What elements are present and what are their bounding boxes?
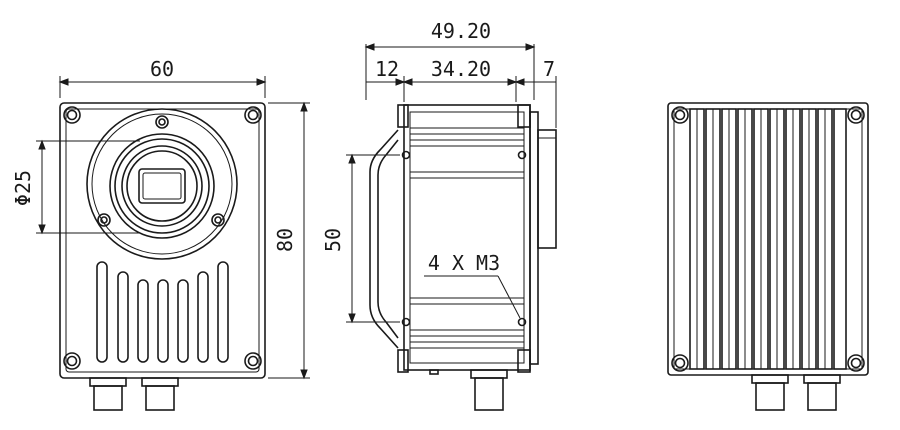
rear-corner-screw-br: [847, 354, 865, 372]
front-flange-screw-left: [97, 213, 111, 227]
front-corner-screw-bl: [63, 352, 81, 370]
front-lens-flange: [86, 108, 238, 260]
front-connector-right: [141, 377, 179, 411]
dim-side-lens-depth-label: 7: [543, 57, 555, 81]
side-tab-bl: [397, 349, 409, 373]
front-lens-ring-inner: [126, 150, 198, 222]
dim-side-total-depth-label: 49.20: [431, 19, 491, 43]
side-lens-flange: [529, 111, 539, 365]
front-lens-ring-2: [114, 138, 210, 234]
side-tab-tl: [397, 104, 409, 128]
side-body-inner: [409, 111, 525, 364]
dim-side-total-depth: [364, 43, 536, 100]
side-mount-hole-3: [401, 317, 411, 327]
front-view: 60 80 Φ25: [11, 57, 310, 411]
dim-front-height: [268, 101, 310, 380]
side-handle-outer: [369, 129, 399, 349]
dim-side-segments: [366, 76, 557, 128]
front-sensor: [138, 168, 186, 204]
front-lens-ring-3: [121, 145, 203, 227]
rear-view: [667, 102, 869, 411]
side-lens-barrel: [537, 129, 557, 249]
dim-lens-diameter-label: Φ25: [11, 170, 35, 206]
front-lens-ring-outer: [109, 133, 215, 239]
front-flange-screw-right: [211, 213, 225, 227]
rear-corner-screw-bl: [671, 354, 689, 372]
rear-connector-left: [751, 374, 789, 411]
front-housing: [59, 102, 266, 379]
rear-corner-screw-tr: [847, 106, 865, 124]
dim-side-body-depth-label: 34.20: [431, 57, 491, 81]
rear-heatsink-fins: [689, 108, 847, 370]
dim-front-height-label: 80: [273, 228, 297, 252]
front-corner-screw-tr: [244, 106, 262, 124]
front-corner-screw-br: [244, 352, 262, 370]
dim-lens-diameter: [36, 139, 140, 235]
rear-corner-screw-tl: [671, 106, 689, 124]
side-connector: [470, 369, 508, 411]
front-sensor-inner: [142, 172, 182, 200]
side-bottom-grooves: [410, 297, 524, 349]
side-top-grooves: [410, 127, 524, 179]
side-mount-hole-4: [517, 317, 527, 327]
side-mount-hole-2: [517, 150, 527, 160]
side-mount-hole-1: [401, 150, 411, 160]
front-corner-screw-tl: [63, 106, 81, 124]
mount-holes-label: 4 X M3: [428, 251, 500, 275]
front-lens-flange-inner: [91, 113, 233, 255]
rear-connector-right: [803, 374, 841, 411]
side-small-tab: [429, 369, 439, 375]
mount-holes-leader: [424, 275, 521, 319]
front-connector-left: [89, 377, 127, 411]
side-view: 50 49.20 12 34.20 7 4 X M3: [321, 19, 557, 411]
dim-side-front-depth-label: 12: [375, 57, 399, 81]
dim-front-width-label: 60: [150, 57, 174, 81]
front-housing-inner: [65, 108, 260, 373]
dim-front-width: [58, 76, 267, 98]
side-handle-inner: [377, 139, 399, 339]
front-vent-slots: [96, 261, 229, 363]
dim-side-mount-height: [346, 153, 400, 324]
front-flange-screw-top: [155, 115, 169, 129]
dim-side-mount-height-label: 50: [321, 228, 345, 252]
